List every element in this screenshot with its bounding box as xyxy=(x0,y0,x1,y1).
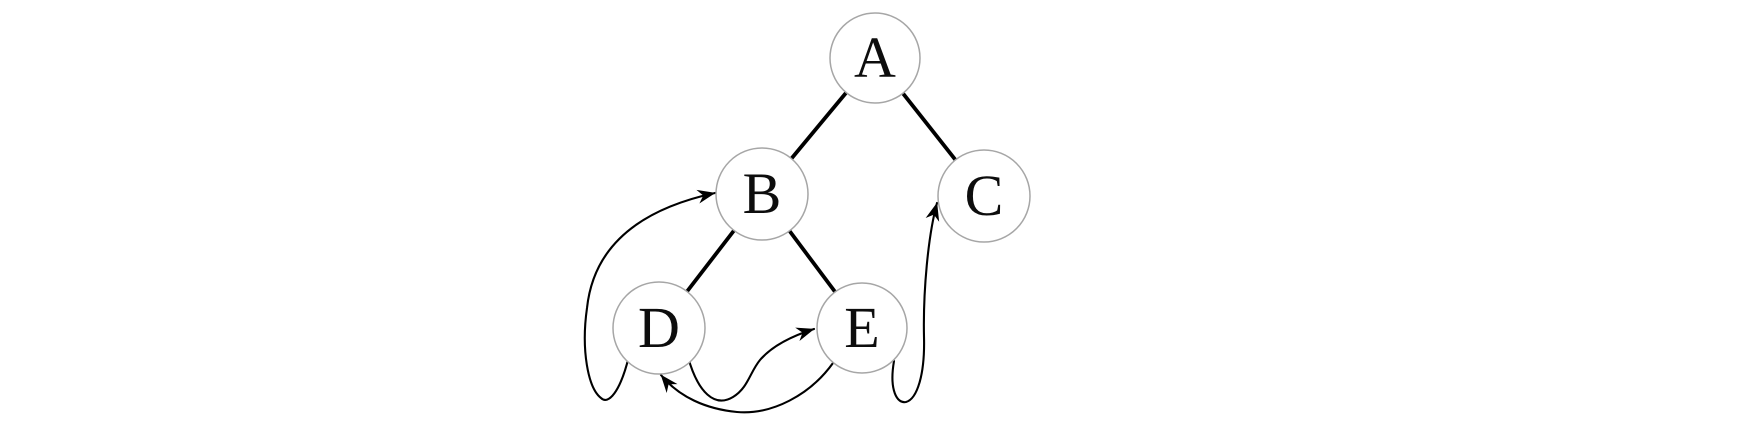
node-D: D xyxy=(612,281,706,375)
arrow-edge-E-D xyxy=(659,361,835,414)
node-label-E: E xyxy=(844,295,879,360)
tree-edge-B-D xyxy=(685,229,736,293)
tree-edge-A-C xyxy=(901,92,957,162)
node-B: B xyxy=(715,147,809,241)
node-C: C xyxy=(937,149,1031,243)
node-circle-C xyxy=(937,149,1031,243)
node-A: A xyxy=(829,12,921,104)
arrow-edge-E-C xyxy=(891,201,940,404)
node-circle-D xyxy=(612,281,706,375)
node-label-C: C xyxy=(965,163,1004,228)
node-label-B: B xyxy=(743,161,782,226)
arrow-edge-D-B xyxy=(583,189,717,401)
node-E: E xyxy=(816,282,908,374)
tree-edge-A-B xyxy=(789,91,848,160)
node-circle-A xyxy=(829,12,921,104)
node-circle-E xyxy=(816,282,908,374)
tree-edge-B-E xyxy=(787,229,837,294)
node-label-A: A xyxy=(854,25,896,90)
arrow-edge-D-E xyxy=(686,327,816,402)
node-label-D: D xyxy=(638,295,680,360)
node-circle-B xyxy=(715,147,809,241)
